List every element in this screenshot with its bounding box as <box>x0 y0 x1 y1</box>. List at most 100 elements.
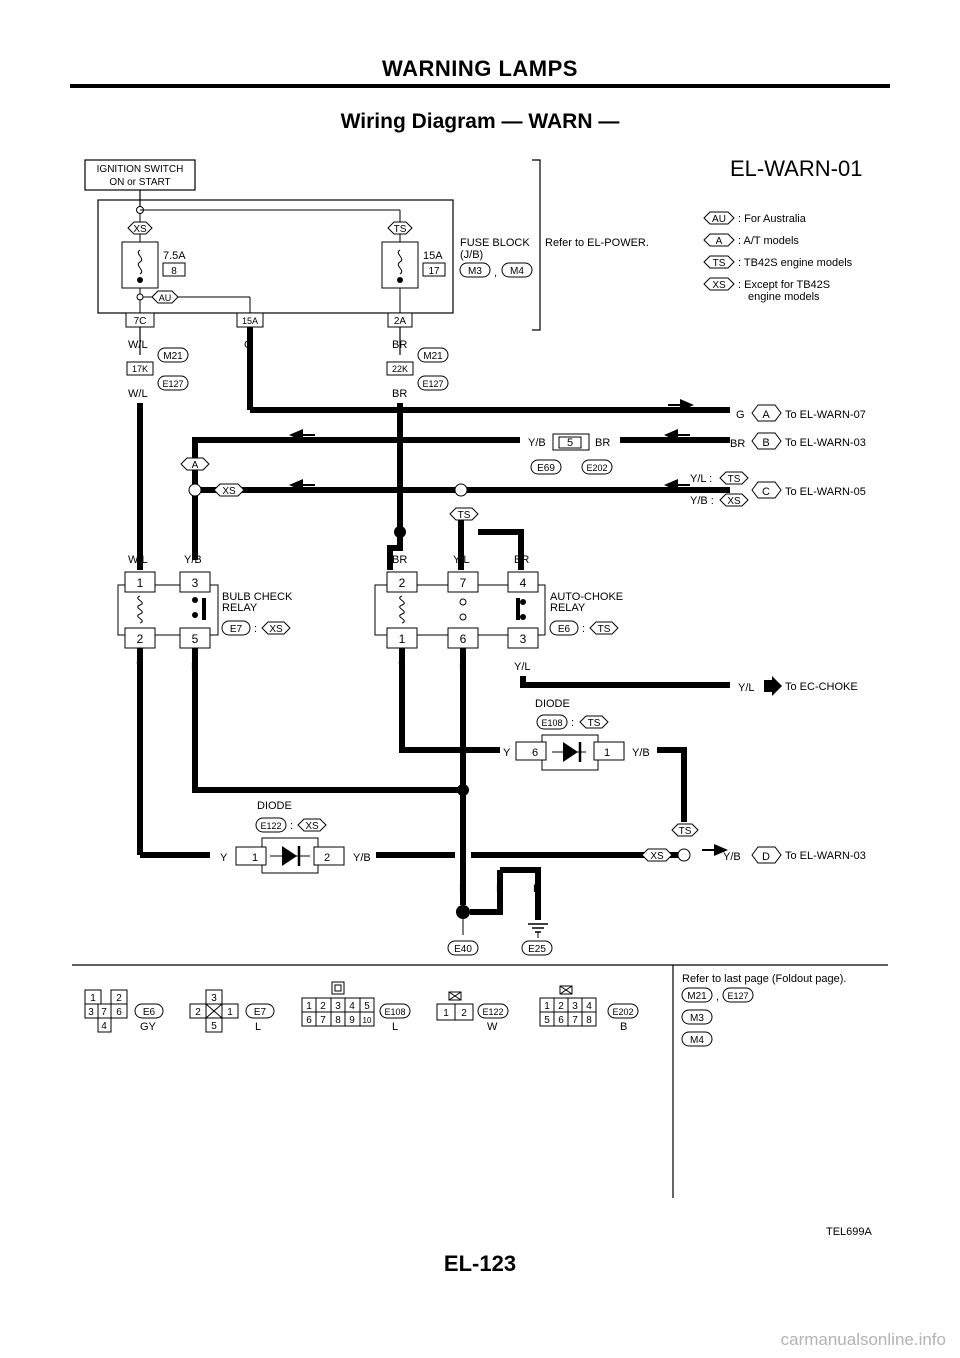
colon-e6: : <box>582 623 585 635</box>
e7-pin-5: 5 <box>211 1021 217 1032</box>
bc-pin-1: 1 <box>137 576 144 590</box>
ignition-switch: IGNITION SWITCH ON or START <box>84 159 196 191</box>
diode-pin-6: 6 <box>532 747 538 759</box>
fuse-block: XS TS 7.5A 8 15A 17 AU 7C 15A 2A FUSE BL <box>97 199 533 328</box>
refer-el-power: Refer to EL-POWER. <box>545 237 649 249</box>
tag-xs: XS <box>133 224 147 235</box>
label-y-diode: Y <box>503 747 511 759</box>
fuse-block-label-2: (J/B) <box>460 249 483 261</box>
label-br-ac: BR <box>392 554 407 566</box>
dest-a-letter: A <box>762 409 770 421</box>
e122-id: E122 <box>482 1007 503 1017</box>
e6-id: E6 <box>143 1007 156 1018</box>
label-yl-ac: Y/L <box>453 554 470 566</box>
legend-text-xs: : Except for TB42S <box>738 279 830 291</box>
bulb-check-relay: W/L Y/B 1 3 2 5 BULB CHECK RELAY E7 : XS… <box>117 554 293 673</box>
tag-ts-e6: TS <box>598 624 611 635</box>
e202-pin-2: 2 <box>558 1001 564 1012</box>
conn-e69-label: E69 <box>537 463 555 474</box>
fuse-block-label-1: FUSE BLOCK <box>460 237 530 249</box>
tag-xs-e7: XS <box>269 624 283 635</box>
dest-d-letter: D <box>762 851 770 863</box>
e6-pin-3: 3 <box>88 1007 94 1018</box>
e7-id: E7 <box>254 1007 267 1018</box>
legend-tag-a: A <box>716 236 723 247</box>
label-yl-choke: Y/L <box>738 682 755 694</box>
tag-ts-line: TS <box>458 510 471 521</box>
connector-view-e7: 3 2 1 5 E7 L <box>189 989 275 1033</box>
bc-pin-3: 3 <box>192 576 199 590</box>
foldout-m21: M21 <box>687 991 707 1002</box>
dest-b-text: To EL-WARN-03 <box>785 437 866 449</box>
legend-text-au: : For Australia <box>738 213 807 225</box>
label-br-ac2: BR <box>514 554 529 566</box>
e108-pin-1: 1 <box>306 1001 312 1012</box>
label-br-e69: BR <box>595 437 610 449</box>
e202-id: E202 <box>612 1007 633 1017</box>
e7-pin-2: 2 <box>195 1007 201 1018</box>
label-yl-ac-b: Y/L <box>514 661 531 673</box>
ac-pin-1: 1 <box>399 632 406 646</box>
e122-color: W <box>487 1021 498 1033</box>
conn-e127-b: E127 <box>422 379 443 389</box>
fuse-8-number: 8 <box>171 266 177 277</box>
bc-pin-2: 2 <box>137 632 144 646</box>
conn-17k: 17K <box>132 364 148 374</box>
legend-tag-ts: TS <box>713 258 726 269</box>
e6-pin-1: 1 <box>90 993 96 1004</box>
connector-view-e122: 1 2 E122 W <box>436 991 509 1033</box>
section-title: WARNING LAMPS <box>382 56 578 81</box>
label-yb-relay: Y/B <box>184 554 202 566</box>
legend: AU : For Australia A : A/T models TS : T… <box>703 211 853 303</box>
label-y-e122: Y <box>220 852 228 864</box>
tag-xs-c: XS <box>727 496 741 507</box>
e202-pin-4: 4 <box>586 1001 592 1012</box>
header-rule <box>70 84 890 88</box>
ac-pin-6: 6 <box>460 632 467 646</box>
fuse-17-number: 17 <box>428 266 440 277</box>
connector-view-e6: 1 2 3 7 6 4 E6 GY <box>84 989 164 1033</box>
wire-g: G G A To EL-WARN-07 <box>244 327 866 422</box>
e6-pin-4: 4 <box>101 1021 107 1032</box>
colon-e122: : <box>290 820 293 832</box>
ground-section: B B B E40 E25 <box>447 867 553 956</box>
label-br-dest: BR <box>730 438 745 450</box>
wire-yl-choke: Y/L To EC-CHOKE <box>520 676 858 696</box>
conn-e25: E25 <box>528 944 546 955</box>
e69-pin: 5 <box>567 437 573 449</box>
section-header: WARNING LAMPS <box>70 50 890 90</box>
conn-22k: 22K <box>392 364 408 374</box>
ac-relay-name-1: AUTO-CHOKE <box>550 591 623 603</box>
wire-br: BR 22K M21 E127 BR <box>386 327 449 570</box>
colon-e7: : <box>254 623 257 635</box>
e202-color: B <box>620 1021 627 1033</box>
legend-text-ts: : TB42S engine models <box>738 257 853 269</box>
e6-pin-6: 6 <box>116 1007 122 1018</box>
dest-b-letter: B <box>762 437 769 449</box>
e202-pin-5: 5 <box>544 1015 550 1026</box>
tag-xs-d: XS <box>650 851 664 862</box>
conn-e40: E40 <box>454 944 472 955</box>
ac-pin-7: 7 <box>460 576 467 590</box>
diode-e122: DIODE E122 : XS Y 1 2 Y/B XS TS Y/B D To… <box>140 800 866 874</box>
label-yb-d: Y/B <box>723 851 741 863</box>
fuse-17-rating: 15A <box>423 250 443 262</box>
tag-ts-c: TS <box>728 474 741 485</box>
diode-e108: DIODE E108 : TS Y 6 1 Y/B <box>399 648 687 822</box>
conn-m4-label: M4 <box>510 266 524 277</box>
colon-e108: : <box>571 717 574 729</box>
dest-d-text: To EL-WARN-03 <box>785 850 866 862</box>
e202-pin-1: 1 <box>544 1001 550 1012</box>
foldout-text: Refer to last page (Foldout page). <box>682 973 846 985</box>
e6-pin-7: 7 <box>101 1007 107 1018</box>
diode-pin-1a: 1 <box>604 747 610 759</box>
e202-pin-3: 3 <box>572 1001 578 1012</box>
dest-choke-text: To EC-CHOKE <box>785 681 858 693</box>
e108-pin-7: 7 <box>320 1015 326 1026</box>
e108-pin-9: 9 <box>349 1015 355 1026</box>
conn-m21-b: M21 <box>423 351 443 362</box>
ac-pin-3: 3 <box>520 632 527 646</box>
figure-code: TEL699A <box>826 1226 872 1238</box>
foldout-m3: M3 <box>690 1013 704 1024</box>
